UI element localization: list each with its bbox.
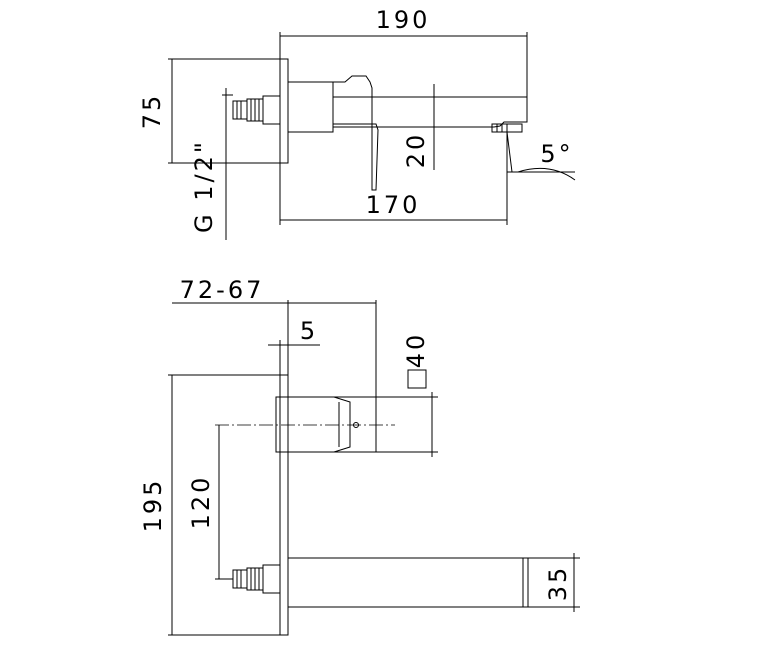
- top-valve-body: [288, 81, 334, 133]
- dim-120-label: 120: [187, 475, 215, 530]
- square-symbol-icon: [407, 369, 427, 389]
- top-threaded-connector: [232, 95, 281, 125]
- front-spout: [287, 557, 529, 608]
- dim-170: 170: [279, 132, 508, 225]
- dim-plate-5-label: 5: [300, 317, 318, 345]
- dim-40: 40: [376, 332, 438, 457]
- top-view: 190 170 75 20 5°: [138, 6, 576, 240]
- front-threaded-connector: [232, 564, 281, 594]
- dim-40-label: 40: [402, 332, 430, 369]
- dim-plate-5: 5: [268, 317, 320, 375]
- front-handle-body: [275, 396, 377, 453]
- dim-75: 75: [138, 58, 280, 164]
- dim-190-label: 190: [376, 6, 431, 34]
- top-wall-plate: [279, 58, 289, 164]
- dim-195: 195: [139, 374, 280, 636]
- dim-35-label: 35: [544, 565, 572, 602]
- dim-35: 35: [528, 553, 580, 612]
- front-view: 72-67 5 40 195 120: [139, 276, 580, 636]
- dim-20-label: 20: [402, 132, 430, 169]
- dim-170-label: 170: [366, 191, 421, 219]
- top-spout: [333, 96, 528, 128]
- dim-195-label: 195: [139, 478, 167, 533]
- dim-190: 190: [279, 6, 528, 97]
- dim-72-67: 72-67: [172, 276, 377, 397]
- dim-5deg: 5°: [506, 131, 576, 181]
- front-handle-grip: [333, 396, 351, 453]
- dim-thread: G 1/2": [190, 88, 233, 240]
- dim-120: 120: [187, 425, 233, 580]
- dim-72-67-label: 72-67: [180, 276, 265, 304]
- top-handle-lever: [333, 75, 379, 191]
- dim-thread-label: G 1/2": [190, 139, 218, 233]
- dim-20: 20: [402, 84, 440, 170]
- front-wall-plate: [279, 374, 289, 636]
- dim-75-label: 75: [138, 93, 166, 130]
- dim-5deg-label: 5°: [540, 140, 573, 168]
